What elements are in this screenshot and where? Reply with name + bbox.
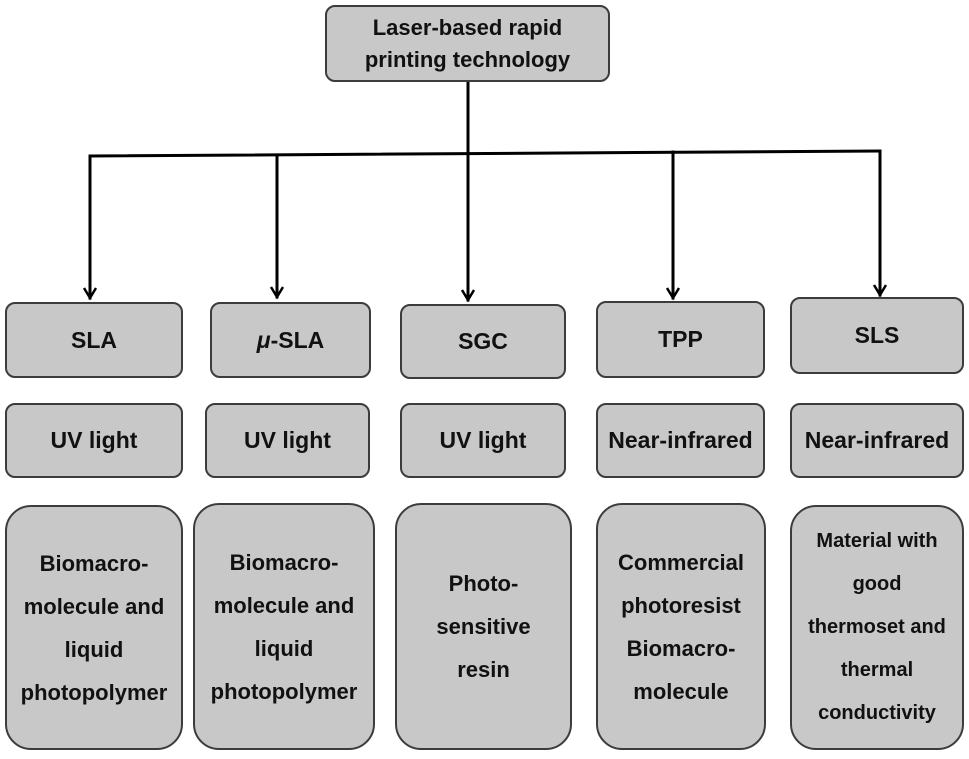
method-node-tpp: TPP: [596, 301, 765, 378]
light-label: UV light: [439, 427, 527, 453]
light-label: UV light: [50, 427, 138, 453]
material-label: Material with good thermoset and thermal…: [808, 530, 946, 724]
light-node-tpp: Near-infrared: [596, 403, 765, 478]
method-node-sla: SLA: [5, 302, 183, 378]
material-label: Biomacro- molecule and liquid photopolym…: [210, 549, 358, 704]
method-node-sls: SLS: [790, 297, 964, 374]
method-node-sgc: SGC: [400, 304, 566, 379]
material-label: Biomacro- molecule and liquid photopolym…: [20, 550, 168, 705]
method-label: SGC: [458, 328, 508, 354]
method-label: SLA: [71, 326, 117, 353]
light-node-sla: UV light: [5, 403, 183, 478]
light-node-sgc: UV light: [400, 403, 566, 478]
root-node: Laser-based rapid printing technology: [325, 5, 610, 82]
light-node-sls: Near-infrared: [790, 403, 964, 478]
light-label: Near-infrared: [608, 427, 753, 453]
method-label: TPP: [658, 326, 703, 352]
material-node-sls: Material with good thermoset and thermal…: [790, 505, 964, 750]
method-label-wrapper: μ-SLA: [257, 327, 325, 354]
method-label: -SLA: [270, 326, 325, 353]
root-label: Laser-based rapid printing technology: [364, 14, 571, 72]
branch-bus-line: [88, 149, 882, 158]
material-label: Photo- sensitive resin: [436, 571, 531, 682]
method-label: SLS: [854, 322, 900, 348]
light-node-micro-sla: UV light: [205, 403, 370, 478]
material-node-sgc: Photo- sensitive resin: [395, 503, 572, 750]
material-node-micro-sla: Biomacro- molecule and liquid photopolym…: [193, 503, 375, 750]
method-node-micro-sla: μ-SLA: [210, 302, 371, 378]
light-label: UV light: [244, 427, 331, 453]
method-label-prefix: μ: [256, 326, 271, 353]
material-node-tpp: Commercial photoresist Biomacro- molecul…: [596, 503, 766, 750]
material-node-sla: Biomacro- molecule and liquid photopolym…: [5, 505, 183, 750]
material-label: Commercial photoresist Biomacro- molecul…: [618, 549, 744, 704]
light-label: Near-infrared: [804, 427, 950, 453]
